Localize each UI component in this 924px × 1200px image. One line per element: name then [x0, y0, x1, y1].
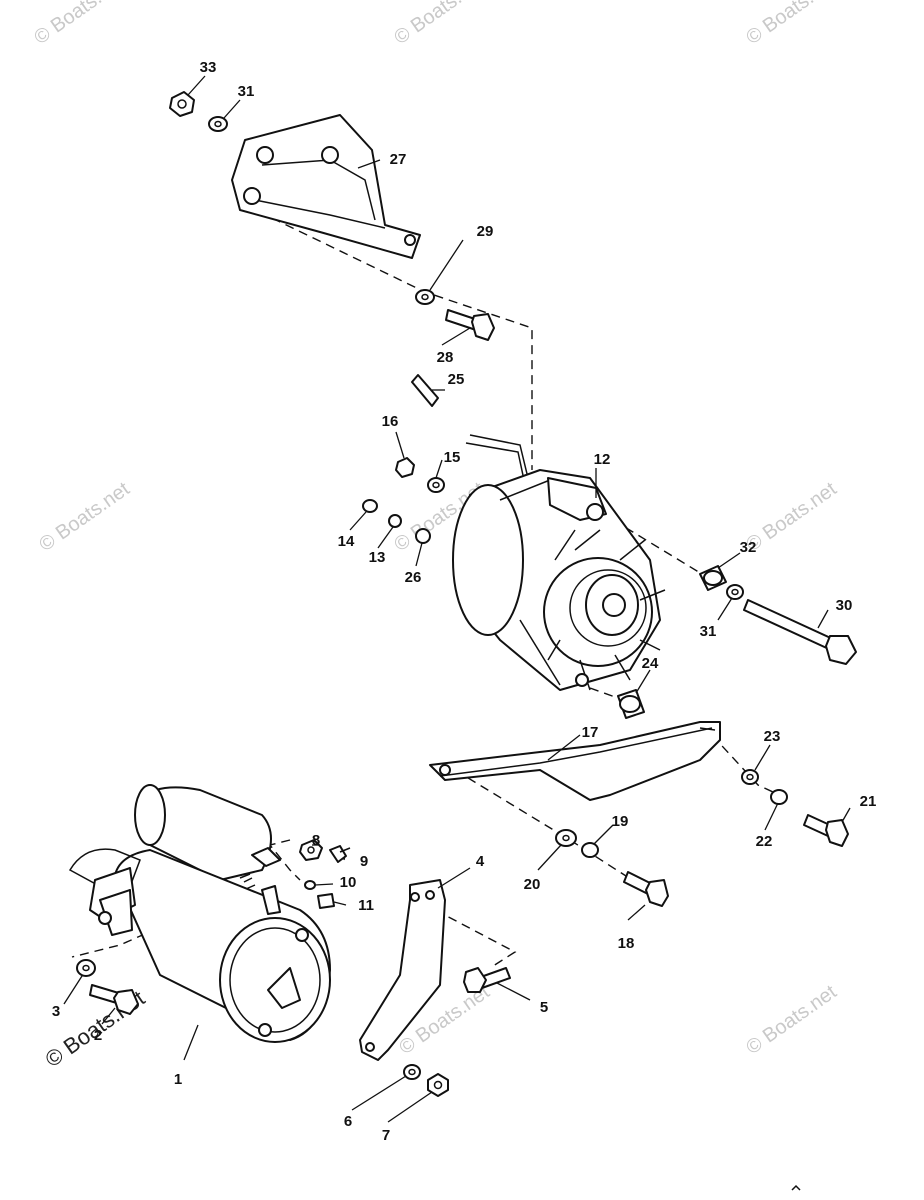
watermark-mid-left: © Boats.net	[35, 478, 134, 556]
bolt-30	[743, 599, 857, 665]
brace-17	[429, 721, 721, 801]
small-hardware	[362, 457, 445, 544]
callout-15: 15	[444, 449, 461, 466]
callout-labels: 33 31 27 29 28 25 16 15 12 14 13 26 32 3…	[52, 59, 877, 1144]
callout-10: 10	[340, 874, 357, 891]
callout-5: 5	[540, 999, 548, 1016]
bolt-18	[623, 871, 669, 907]
bracket-27	[231, 114, 421, 259]
spacer-32	[699, 565, 727, 591]
callout-1: 1	[174, 1071, 182, 1088]
washer-22	[770, 789, 788, 805]
callout-7: 7	[382, 1127, 390, 1144]
callout-22: 22	[756, 833, 773, 850]
washer-23	[741, 769, 759, 785]
watermark-mid-right: © Boats.net	[742, 478, 841, 556]
washer-31-right	[726, 584, 744, 600]
callout-32: 32	[740, 539, 757, 556]
starter-motor-1	[68, 784, 331, 1043]
callout-20: 20	[524, 876, 541, 893]
callout-9: 9	[360, 853, 368, 870]
watermark-top-center: © Boats.net	[390, 0, 489, 49]
callout-13: 13	[369, 549, 386, 566]
bracket-4	[359, 879, 446, 1061]
nut-7	[427, 1073, 449, 1097]
callout-31-top: 31	[238, 83, 255, 100]
callout-14: 14	[338, 533, 355, 550]
callout-29: 29	[477, 223, 494, 240]
bolt-2	[89, 984, 139, 1015]
callout-28: 28	[437, 349, 454, 366]
callout-17: 17	[582, 724, 599, 741]
watermark-low-right: © Boats.net	[742, 981, 841, 1059]
callout-11: 11	[358, 897, 374, 914]
leader-lines	[63, 75, 851, 1123]
bolt-5	[463, 967, 511, 993]
callout-19: 19	[612, 813, 629, 830]
washer-3	[76, 959, 96, 977]
callout-27: 27	[390, 151, 407, 168]
washer-31-top	[208, 116, 228, 132]
callout-25: 25	[448, 371, 465, 388]
callout-4: 4	[476, 853, 485, 870]
callout-21: 21	[860, 793, 877, 810]
callout-24: 24	[642, 655, 659, 672]
callout-8: 8	[312, 832, 320, 849]
callout-16: 16	[382, 413, 399, 430]
washer-19	[581, 842, 599, 858]
callout-12: 12	[594, 451, 611, 468]
watermark-top-right: © Boats.net	[742, 0, 841, 49]
callout-31-right: 31	[700, 623, 717, 640]
callout-3: 3	[52, 1003, 60, 1020]
callout-2: 2	[94, 1027, 102, 1044]
callout-26: 26	[405, 569, 422, 586]
callout-18: 18	[618, 935, 635, 952]
nut-33	[169, 91, 195, 117]
callout-30: 30	[836, 597, 853, 614]
bolt-21	[803, 814, 849, 847]
pin-25	[411, 374, 439, 407]
spacer-24	[617, 689, 645, 719]
corner-mark	[791, 1184, 801, 1191]
alternator-12	[452, 434, 666, 691]
callout-33: 33	[200, 59, 217, 76]
bolt-28	[445, 309, 495, 341]
watermark-top-left: © Boats.net	[30, 0, 129, 49]
small-parts-8-11	[299, 839, 351, 909]
callout-6: 6	[344, 1113, 352, 1130]
washer-20	[555, 829, 577, 847]
callout-23: 23	[764, 728, 781, 745]
washer-6	[403, 1064, 421, 1080]
washer-29	[415, 289, 435, 305]
